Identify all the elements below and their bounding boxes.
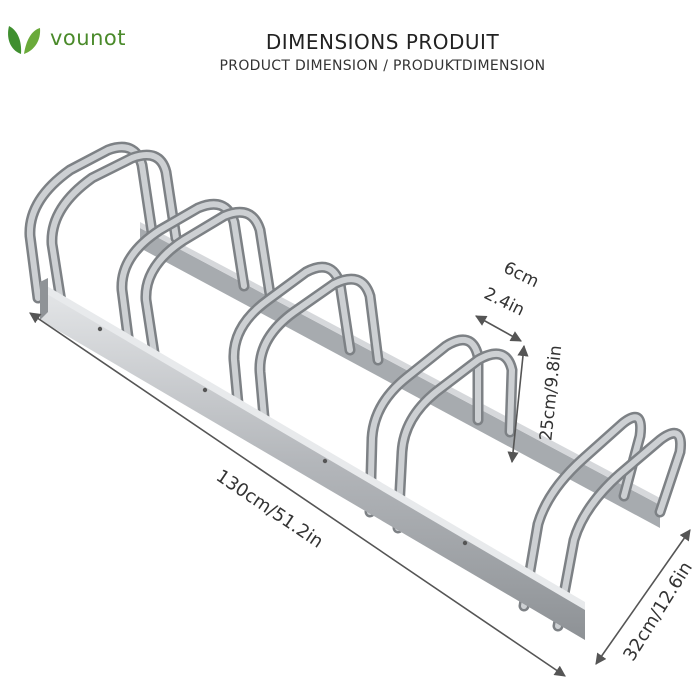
leaf-logo-icon <box>8 26 41 54</box>
hoop-pair-2 <box>116 198 276 372</box>
height-dimension-line <box>507 344 529 464</box>
page-subtitle: PRODUCT DIMENSION / PRODUKTDIMENSION <box>219 58 546 74</box>
hoop-pair-1 <box>24 141 182 314</box>
page-title: DIMENSIONS PRODUIT <box>265 30 500 54</box>
tube-dimension-line <box>475 315 522 342</box>
width-dimension-line <box>595 529 691 665</box>
brand-logo: vounot <box>4 20 126 56</box>
brand-name: vounot <box>50 26 126 50</box>
length-dimension-line <box>29 312 566 677</box>
dimension-lines <box>29 312 691 677</box>
hoops <box>24 141 687 632</box>
